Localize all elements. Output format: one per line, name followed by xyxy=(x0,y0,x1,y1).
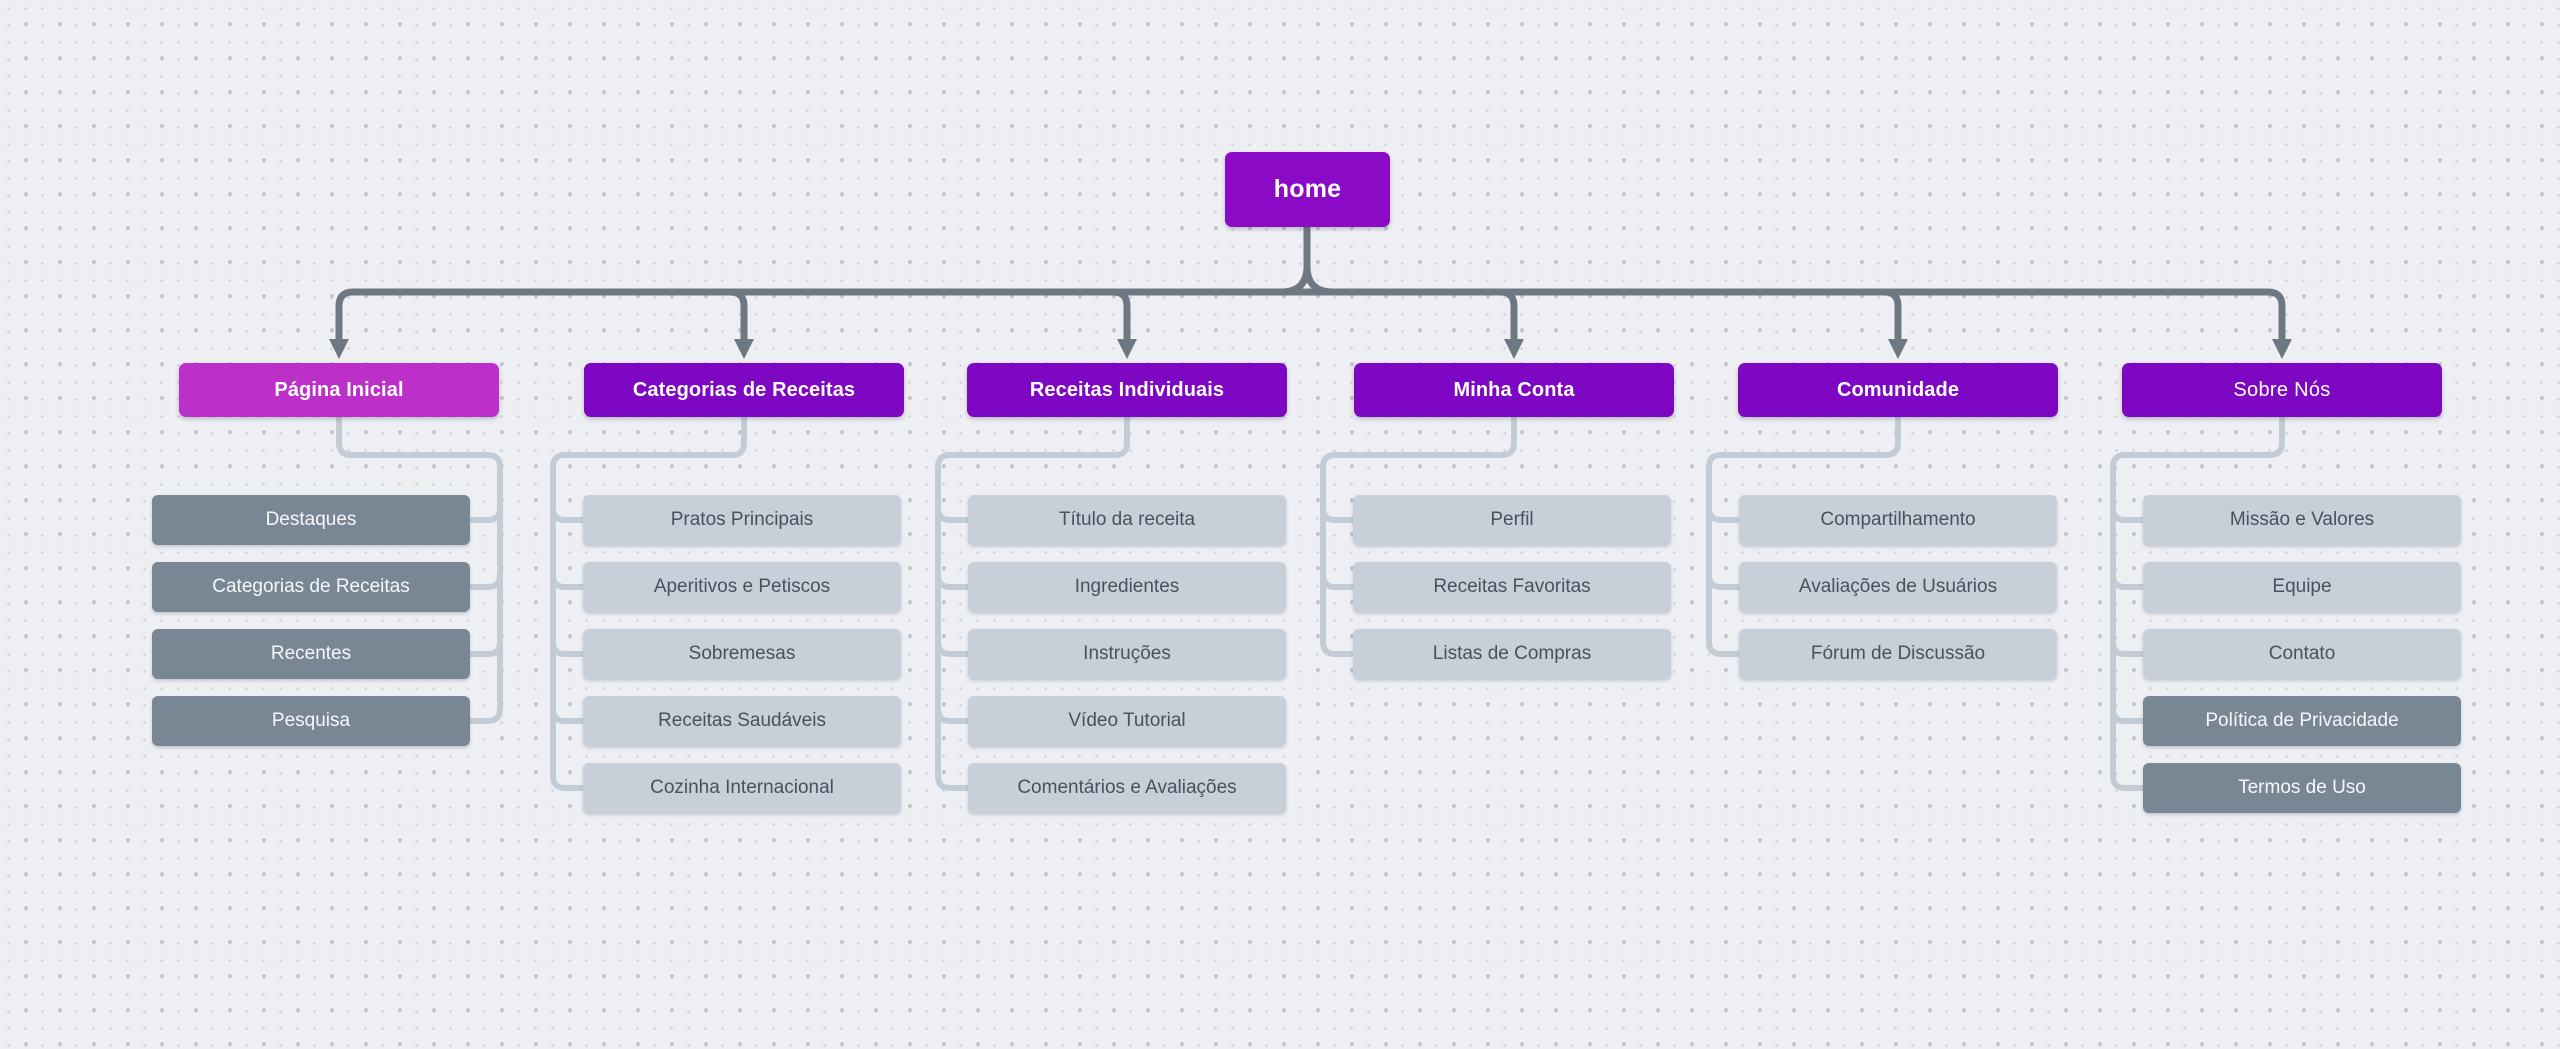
branch-drop-connector xyxy=(726,288,748,346)
child-page-node[interactable]: Ingredientes xyxy=(968,562,1286,612)
arrowhead-icon xyxy=(734,339,754,359)
child-page-node[interactable]: Contato xyxy=(2143,629,2461,679)
root-stem-connector xyxy=(1277,223,1337,296)
child-page-node[interactable]: Pesquisa xyxy=(152,696,470,746)
branch-drop-connector xyxy=(1109,288,1131,346)
child-page-node[interactable]: Instruções xyxy=(968,629,1286,679)
child-page-node[interactable]: Sobremesas xyxy=(583,629,901,679)
arrowhead-icon xyxy=(1888,339,1908,359)
children-bracket-connector xyxy=(550,414,747,791)
arrowhead-icon xyxy=(329,339,349,359)
root-node-home[interactable]: home xyxy=(1225,152,1390,227)
child-page-node[interactable]: Cozinha Internacional xyxy=(583,763,901,813)
branch-header-node[interactable]: Sobre Nós xyxy=(2122,363,2442,417)
arrowhead-icon xyxy=(2272,339,2292,359)
trunk-connector xyxy=(335,288,2286,346)
children-bracket-connector xyxy=(336,414,503,724)
branch-header-node[interactable]: Receitas Individuais xyxy=(967,363,1287,417)
children-bracket-connector xyxy=(935,414,1130,791)
child-page-node[interactable]: Missão e Valores xyxy=(2143,495,2461,545)
arrowhead-icon xyxy=(1117,339,1137,359)
child-page-node[interactable]: Avaliações de Usuários xyxy=(1739,562,2057,612)
child-page-node[interactable]: Aperitivos e Petiscos xyxy=(583,562,901,612)
child-page-node[interactable]: Vídeo Tutorial xyxy=(968,696,1286,746)
branch-header-node[interactable]: Comunidade xyxy=(1738,363,2058,417)
child-page-node[interactable]: Comentários e Avaliações xyxy=(968,763,1286,813)
children-bracket-connector xyxy=(1320,414,1517,657)
branch-drop-connector xyxy=(1880,288,1902,346)
child-page-node[interactable]: Receitas Saudáveis xyxy=(583,696,901,746)
branch-header-node[interactable]: Página Inicial xyxy=(179,363,499,417)
branch-drop-connector xyxy=(1496,288,1518,346)
branch-header-node[interactable]: Minha Conta xyxy=(1354,363,1674,417)
child-page-node[interactable]: Título da receita xyxy=(968,495,1286,545)
child-page-node[interactable]: Compartilhamento xyxy=(1739,495,2057,545)
children-bracket-connector xyxy=(1706,414,1901,657)
child-page-node[interactable]: Fórum de Discussão xyxy=(1739,629,2057,679)
arrowhead-icon xyxy=(1504,339,1524,359)
children-bracket-connector xyxy=(2110,414,2285,791)
child-page-node[interactable]: Listas de Compras xyxy=(1353,629,1671,679)
child-page-node[interactable]: Termos de Uso xyxy=(2143,763,2461,813)
child-page-node[interactable]: Receitas Favoritas xyxy=(1353,562,1671,612)
branch-header-node[interactable]: Categorias de Receitas xyxy=(584,363,904,417)
child-page-node[interactable]: Política de Privacidade xyxy=(2143,696,2461,746)
child-page-node[interactable]: Equipe xyxy=(2143,562,2461,612)
child-page-node[interactable]: Pratos Principais xyxy=(583,495,901,545)
child-page-node[interactable]: Recentes xyxy=(152,629,470,679)
child-page-node[interactable]: Destaques xyxy=(152,495,470,545)
child-page-node[interactable]: Categorias de Receitas xyxy=(152,562,470,612)
child-page-node[interactable]: Perfil xyxy=(1353,495,1671,545)
